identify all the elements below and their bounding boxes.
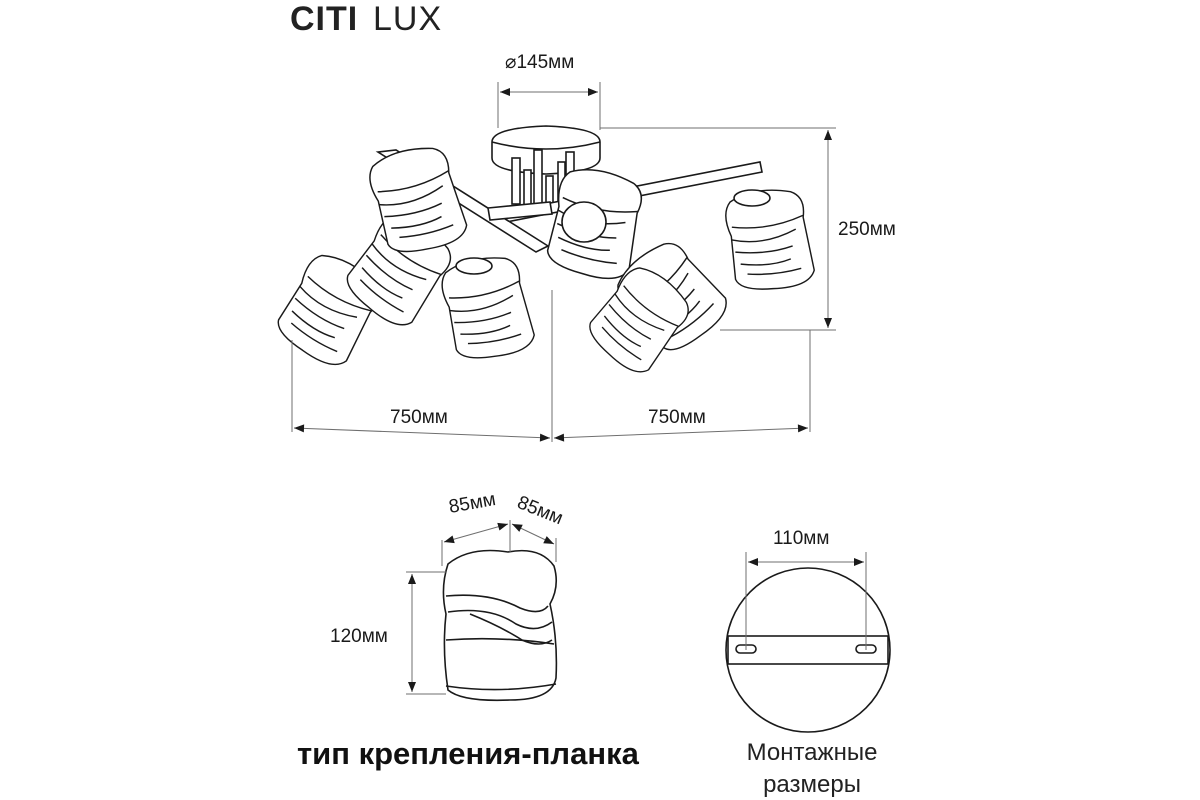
brand-logo-bold: CITI: [290, 0, 358, 38]
chandelier-drawing: [269, 125, 817, 381]
shade-detail-drawing: [442, 549, 558, 702]
dim-height-label: 250мм: [838, 219, 896, 240]
dim-shade-width-1-label: 85мм: [447, 489, 497, 518]
dim-span: 750мм 750мм: [291, 290, 811, 442]
mounting-dimensions-caption-line2: размеры: [763, 771, 861, 798]
dim-shade-height: 120мм: [330, 571, 446, 695]
dim-mount-width: 110мм: [745, 528, 867, 650]
brand-logo-light: LUX: [373, 0, 442, 38]
dim-span-left-label: 750мм: [390, 407, 448, 428]
dim-mount-width-label: 110мм: [773, 528, 829, 549]
canopy: [491, 125, 601, 175]
mounting-dimensions-caption-line1: Монтажные: [747, 739, 878, 766]
dim-canopy-diameter: ⌀145мм: [497, 52, 601, 130]
dim-span-right-label: 750мм: [648, 407, 706, 428]
mounting-plate-drawing: [725, 567, 891, 733]
brand-logo: CITI LUX: [290, 0, 442, 38]
dim-shade-height-label: 120мм: [330, 626, 388, 647]
dim-canopy-diameter-label: ⌀145мм: [505, 52, 574, 73]
mount-type-caption: тип крепления-планка: [297, 736, 640, 771]
dim-height: 250мм: [600, 127, 896, 331]
dim-shade-width-2-label: 85мм: [514, 492, 566, 529]
